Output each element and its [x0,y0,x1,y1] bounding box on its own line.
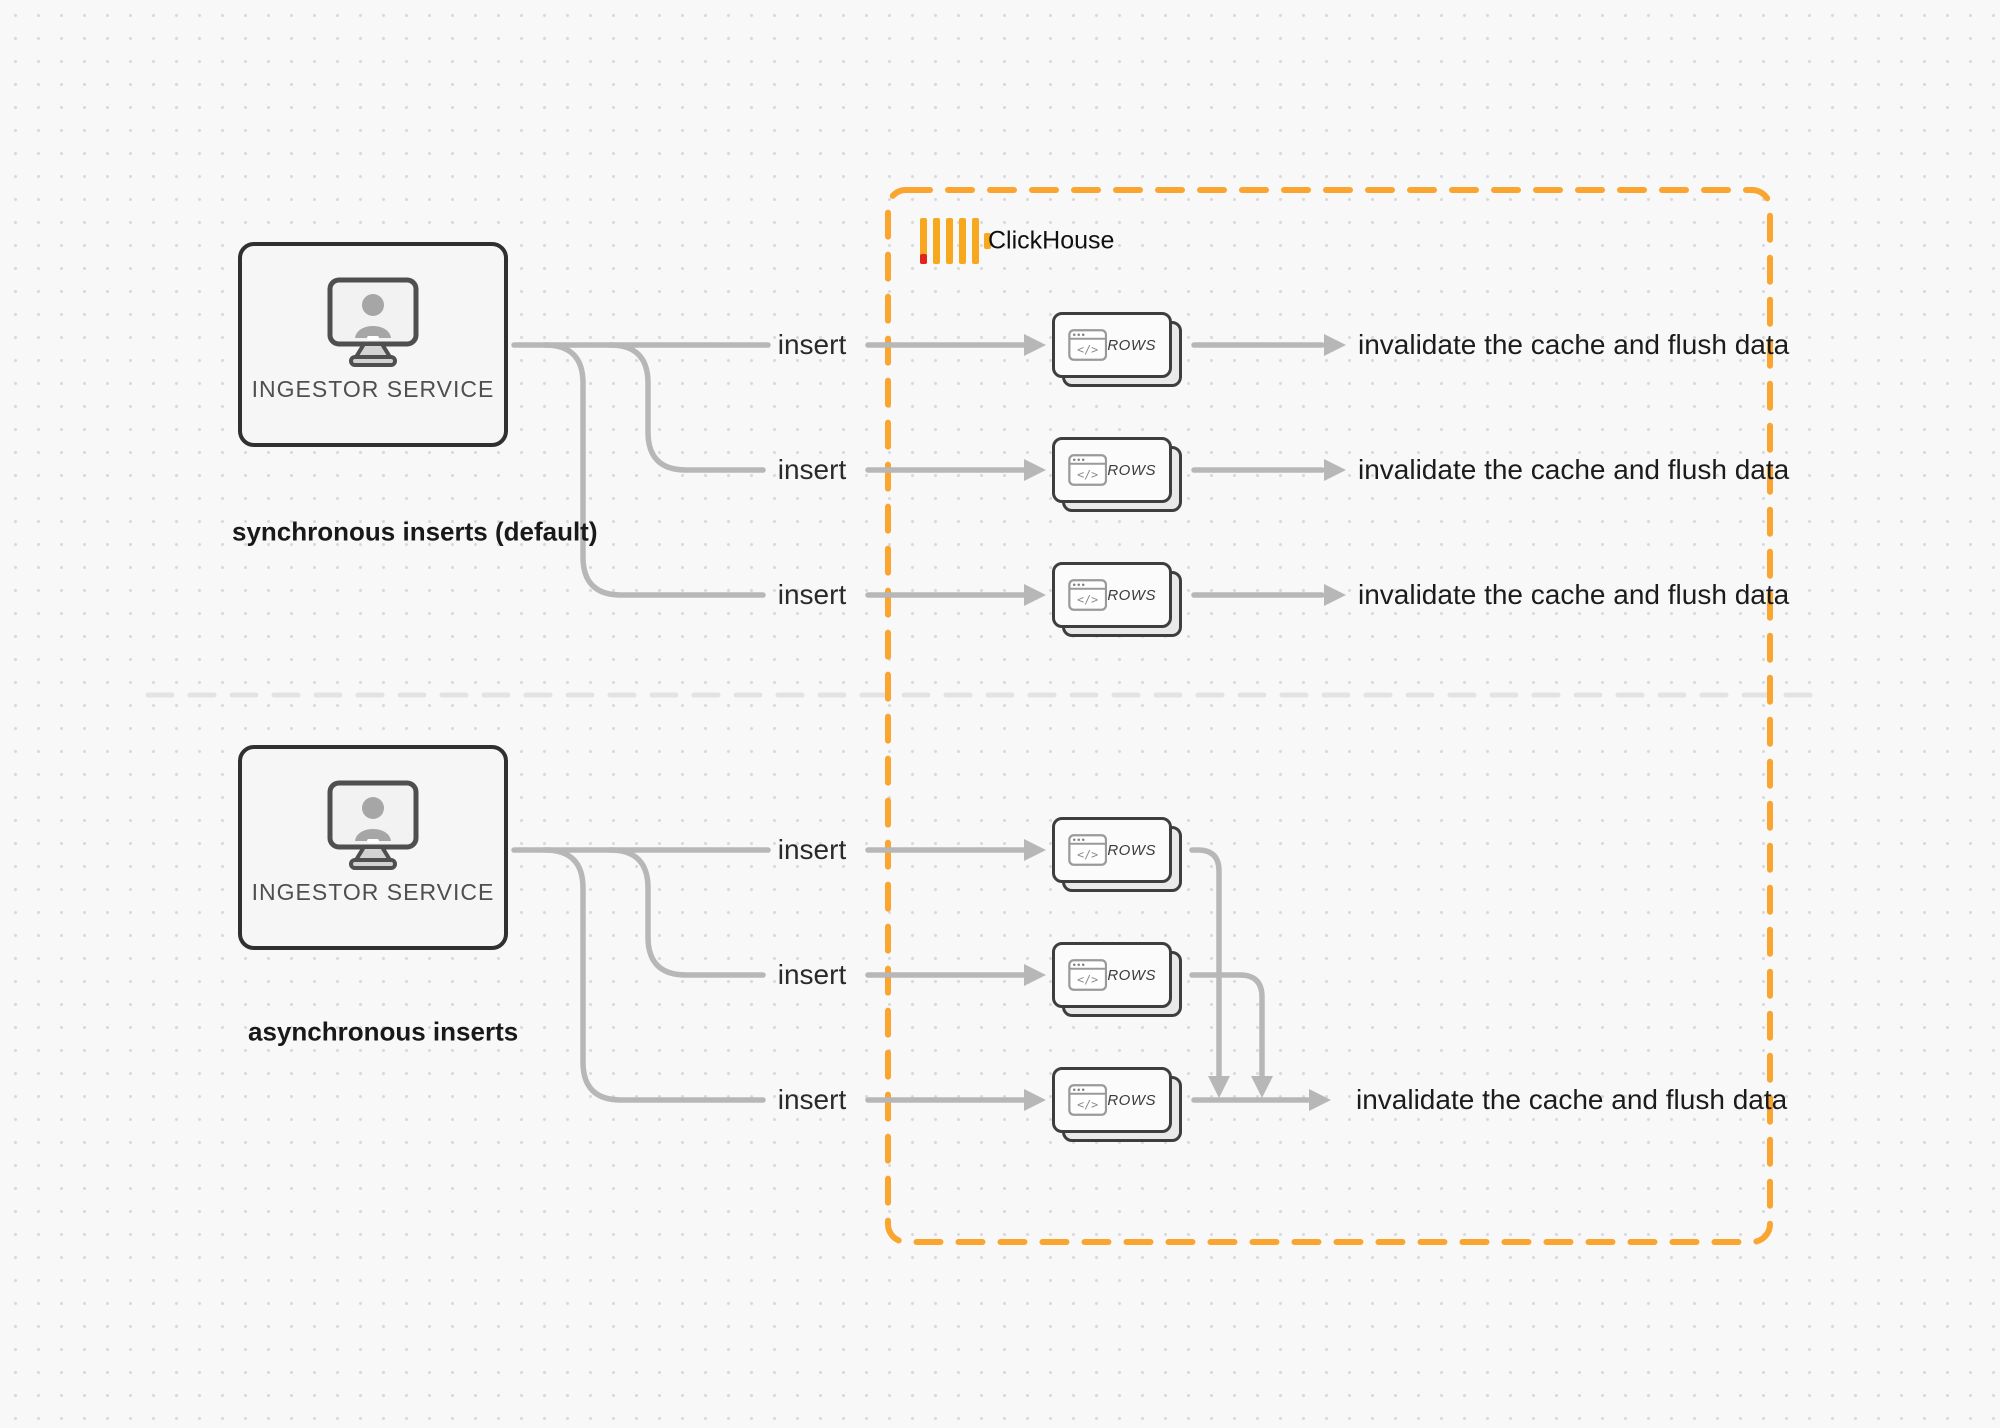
code-glyph: </> [1077,467,1098,481]
ingestor-service-node-sync: INGESTOR SERVICE [238,242,508,447]
rows-table-card: </> ROWS [1052,817,1182,892]
invalidate-label: invalidate the cache and flush data [1356,1084,1788,1115]
rows-table-card: </> ROWS [1052,562,1182,637]
code-window-icon: </> [1068,579,1108,611]
insert-label: insert [777,579,847,610]
code-window-icon: </> [1068,329,1108,361]
arrowhead-right [1024,334,1046,356]
invalidate-label: invalidate the cache and flush data [1358,579,1790,610]
sync-section-label: synchronous inserts (default) [232,516,598,547]
arrowhead-down [1208,1076,1230,1098]
code-glyph: </> [1077,342,1098,356]
insert-label: insert [777,959,847,990]
code-window-icon: </> [1068,959,1108,991]
arrowhead-right [1024,1089,1046,1111]
ingestor-service-label: INGESTOR SERVICE [251,879,495,905]
rows-card-label: ROWS [1107,336,1156,354]
arrowhead-right [1324,584,1346,606]
rows-table-card: </> ROWS [1052,1067,1182,1142]
async-branch-middle [607,847,766,978]
code-window-icon: </> [1068,1084,1108,1116]
arrowhead-right [1024,459,1046,481]
code-glyph: </> [1077,1097,1098,1111]
async-branch-bottom [542,847,766,1103]
code-window-icon: </> [1068,454,1108,486]
clickhouse-logo-icon [920,218,991,264]
arrowhead-down [1251,1076,1273,1098]
code-glyph: </> [1077,592,1098,606]
ingestor-service-node-async: INGESTOR SERVICE [238,745,508,950]
arrowhead-right [1309,1089,1331,1111]
sync-branch-middle [607,342,766,473]
insert-label: insert [777,329,847,360]
invalidate-label: invalidate the cache and flush data [1358,329,1790,360]
async-section-label: asynchronous inserts [248,1016,519,1047]
arrowhead-right [1324,459,1346,481]
clickhouse-wordmark: ClickHouse [988,226,1115,255]
code-window-icon: </> [1068,834,1108,866]
rows-table-card: </> ROWS [1052,312,1182,387]
rows-card-label: ROWS [1107,586,1156,604]
arrowhead-right [1024,839,1046,861]
rows-card-label: ROWS [1107,841,1156,859]
rows-card-label: ROWS [1107,966,1156,984]
async-merge-line-2 [1189,972,1265,1080]
code-glyph: </> [1077,847,1098,861]
insert-label: insert [777,834,847,865]
invalidate-label: invalidate the cache and flush data [1358,454,1790,485]
rows-table-card: </> ROWS [1052,437,1182,512]
monitor-user-icon [327,277,419,367]
insert-label: insert [777,454,847,485]
arrowhead-right [1024,584,1046,606]
monitor-user-icon [327,780,419,870]
ingestor-service-label: INGESTOR SERVICE [251,376,495,402]
arrowhead-right [1324,334,1346,356]
arrowhead-right [1024,964,1046,986]
rows-card-label: ROWS [1107,1091,1156,1109]
insert-label: insert [777,1084,847,1115]
async-merge-line-1 [1189,847,1222,1080]
rows-card-label: ROWS [1107,461,1156,479]
code-glyph: </> [1077,972,1098,986]
rows-table-card: </> ROWS [1052,942,1182,1017]
sync-branch-bottom [542,342,766,598]
